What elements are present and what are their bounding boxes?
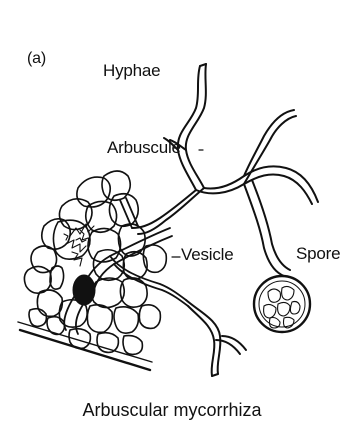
spore-structure [254,276,310,332]
label-spore: Spore [296,245,340,262]
vesicle-body [73,275,95,305]
figure-caption: Arbuscular mycorrhiza [0,401,344,419]
external-hyphae [132,64,318,376]
panel-label: (a) [27,51,46,67]
label-vesicle: Vesicle [181,246,233,263]
label-arbuscule: Arbuscule [107,139,181,156]
label-hyphae: Hyphae [103,62,160,79]
